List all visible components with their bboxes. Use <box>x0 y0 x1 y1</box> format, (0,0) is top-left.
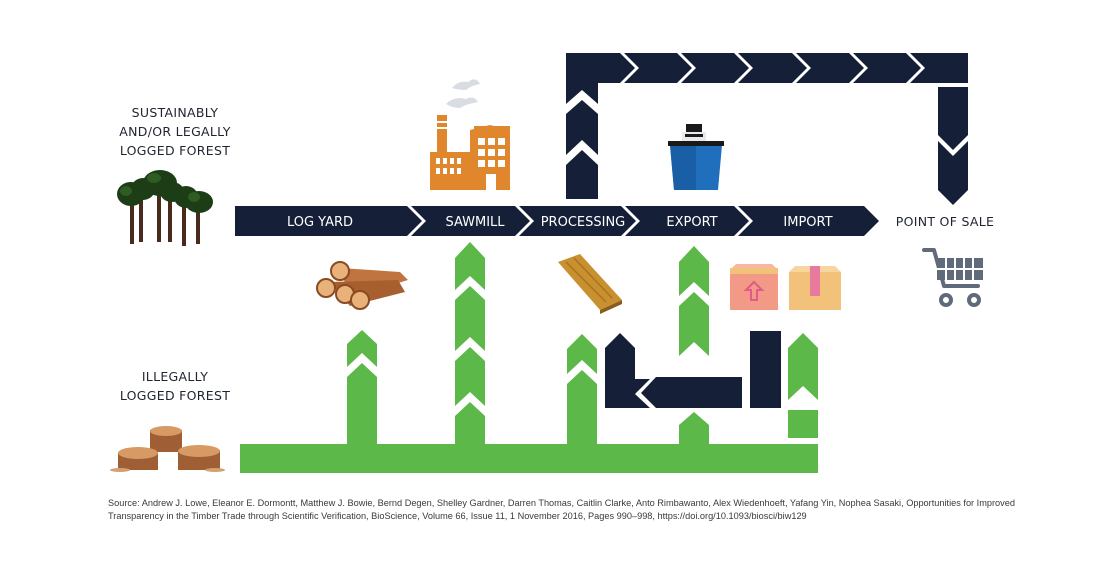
trees-icon <box>117 170 213 246</box>
logs-icon <box>316 261 408 310</box>
source-citation: Source: Andrew J. Lowe, Eleanor E. Dormo… <box>108 498 1015 521</box>
stage-export-arrow <box>625 206 749 236</box>
stumps-icon <box>110 426 225 472</box>
legal-flow-bar: LOG YARD SAWMILL PROCESSING EXPORT IMPOR… <box>235 206 879 236</box>
legal-forest-label-line-3: LOGGED FOREST <box>119 143 231 158</box>
stage-label-log-yard: LOG YARD <box>287 215 353 230</box>
stage-processing-arrow <box>519 206 636 236</box>
illegal-base-bar <box>240 444 818 473</box>
stage-import-arrow <box>738 206 879 236</box>
illegal-forest-label-line-2: LOGGED FOREST <box>119 388 231 403</box>
factory-icon <box>430 79 510 190</box>
legal-forest-label-line-2: AND/OR LEGALLY <box>119 124 231 139</box>
stage-label-import: IMPORT <box>783 215 832 230</box>
illegal-forest-label-line-1: ILLEGALLY <box>141 369 209 384</box>
ship-icon <box>668 124 724 190</box>
illegal-forest-label: ILLEGALLY LOGGED FOREST <box>90 367 260 405</box>
stage-label-export: EXPORT <box>666 215 717 230</box>
stage-log-yard-arrow <box>235 206 422 236</box>
stage-sawmill-arrow <box>411 206 530 236</box>
bypass-loop-arrow <box>566 53 968 205</box>
plank-icon <box>558 254 622 314</box>
illegal-flow <box>240 242 818 473</box>
stage-label-processing: PROCESSING <box>541 215 626 230</box>
legal-forest-label: SUSTAINABLY AND/OR LEGALLY LOGGED FOREST <box>90 103 260 160</box>
boxes-icon <box>730 264 841 310</box>
legal-forest-label-line-1: SUSTAINABLY <box>131 105 219 120</box>
point-of-sale-label: POINT OF SALE <box>895 214 995 229</box>
reexport-loop-arrow <box>605 331 781 408</box>
stage-label-sawmill: SAWMILL <box>445 215 505 230</box>
shopping-cart-icon <box>922 248 984 307</box>
